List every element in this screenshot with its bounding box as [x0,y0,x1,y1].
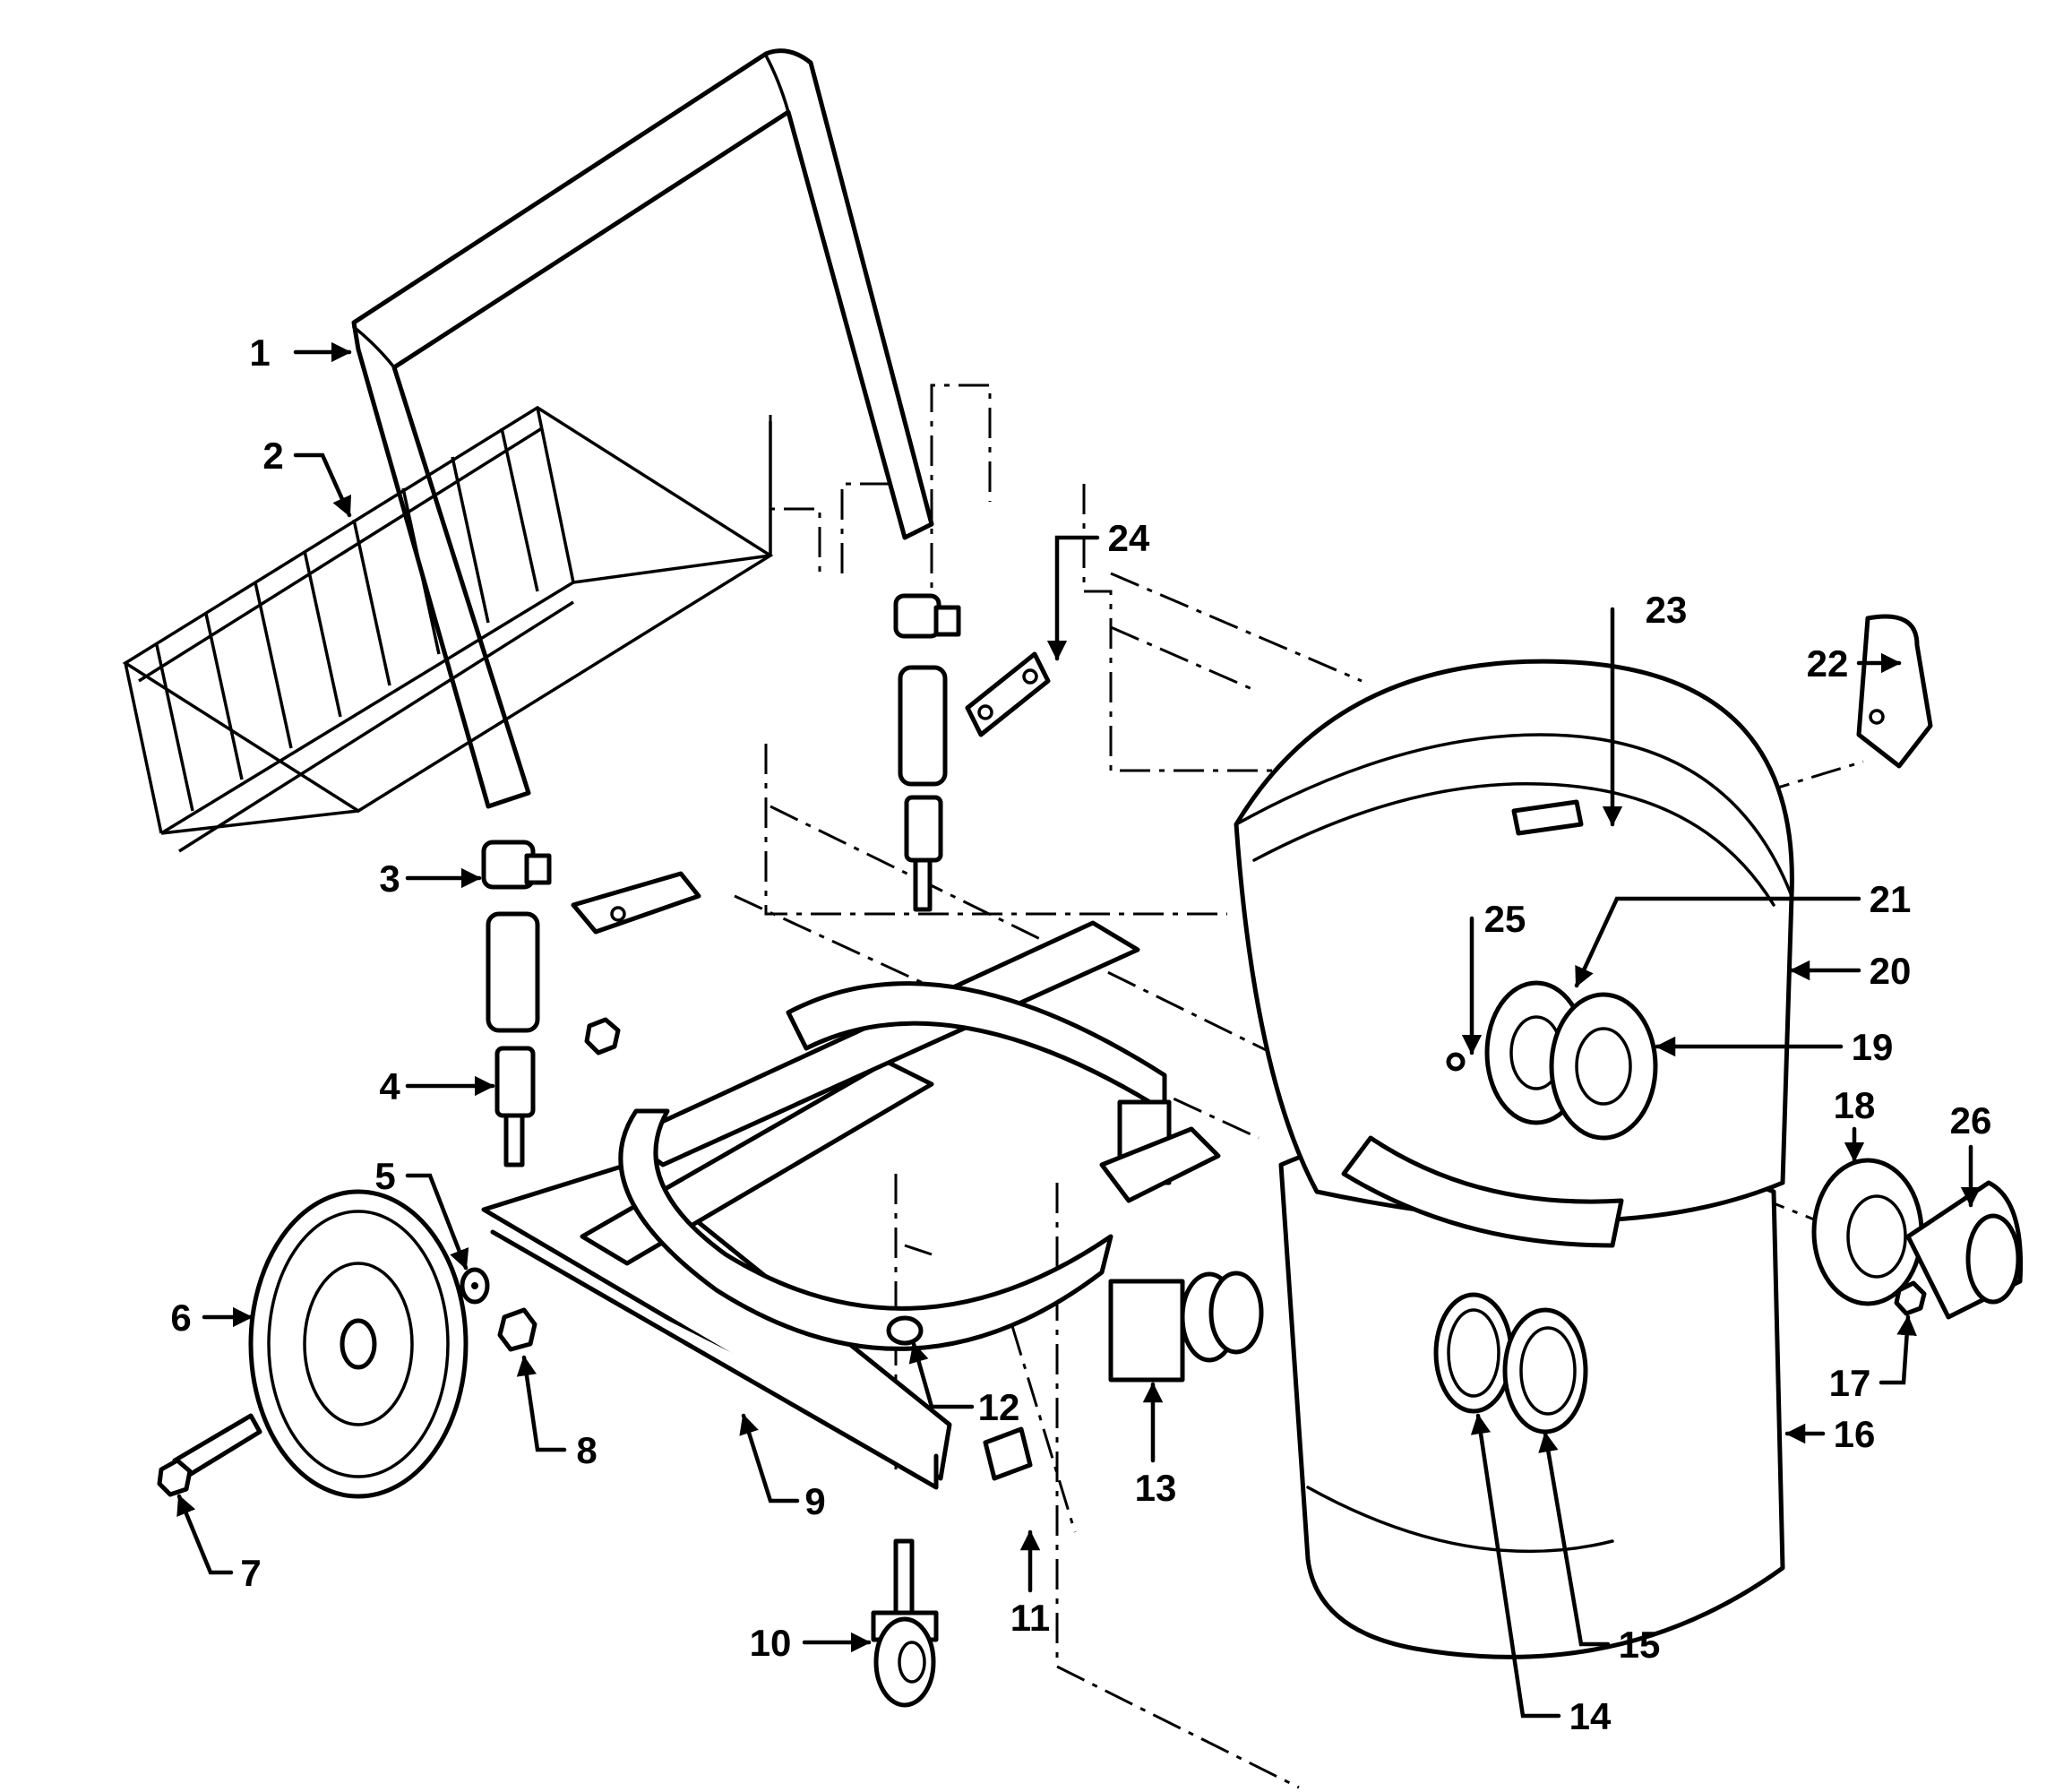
callout-10: 10 [750,1622,792,1664]
callout-21: 21 [1870,878,1912,920]
frame [481,920,1172,1490]
callout-20: 20 [1870,950,1912,992]
wheel [248,1189,469,1499]
callout-24: 24 [1108,517,1150,559]
latch-plate [1511,799,1584,836]
outlet-tube [1905,1180,2024,1320]
end-cap [983,1426,1033,1481]
callout-1: 1 [249,332,270,374]
right-tube [898,665,948,787]
callout-18: 18 [1834,1084,1876,1126]
left-tube [486,911,540,1033]
callout-19: 19 [1852,1026,1894,1068]
hex-nut-top [584,1017,621,1055]
caster [871,1538,939,1708]
callout-14: 14 [1569,1695,1612,1737]
callout-4: 4 [379,1065,400,1107]
right-clamp [893,593,961,639]
callout-labels: 1 2 3 4 5 6 7 8 9 10 11 12 13 14 15 16 1… [170,332,1991,1737]
callout-22: 22 [1807,642,1849,685]
callout-12: 12 [978,1386,1020,1428]
callout-15: 15 [1619,1624,1661,1666]
latch [1856,614,1933,769]
callout-25: 25 [1484,898,1526,940]
hose-connector [1099,1126,1264,1383]
callout-11: 11 [1010,1597,1050,1639]
callout-9: 9 [804,1480,825,1522]
washer [460,1267,490,1305]
axle-bolt [157,1413,262,1497]
callout-7: 7 [240,1552,261,1594]
port-gasket [1433,1292,1514,1414]
wire-basket [122,405,774,853]
hex-nut-8 [497,1307,537,1352]
nut-17 [1894,1280,1927,1316]
callout-8: 8 [576,1429,597,1471]
callout-3: 3 [379,857,400,900]
callout-26: 26 [1950,1099,1992,1142]
mounting-bracket [965,651,1051,737]
callout-2: 2 [262,435,283,477]
right-insert [904,795,943,912]
port-nut [1502,1307,1588,1434]
screw-25 [1446,1052,1466,1072]
callout-16: 16 [1834,1413,1876,1455]
handle [351,48,934,809]
left-insert [494,1046,536,1167]
callout-23: 23 [1646,589,1688,631]
callout-5: 5 [374,1155,395,1197]
callout-6: 6 [170,1297,191,1339]
leader-lines [176,341,1982,1719]
gasket-flange [1549,992,1658,1141]
callout-13: 13 [1135,1467,1177,1509]
left-clamp [481,840,701,935]
nut-12 [886,1315,924,1346]
callout-17: 17 [1829,1362,1871,1404]
outlet-flange [1811,1158,1924,1306]
